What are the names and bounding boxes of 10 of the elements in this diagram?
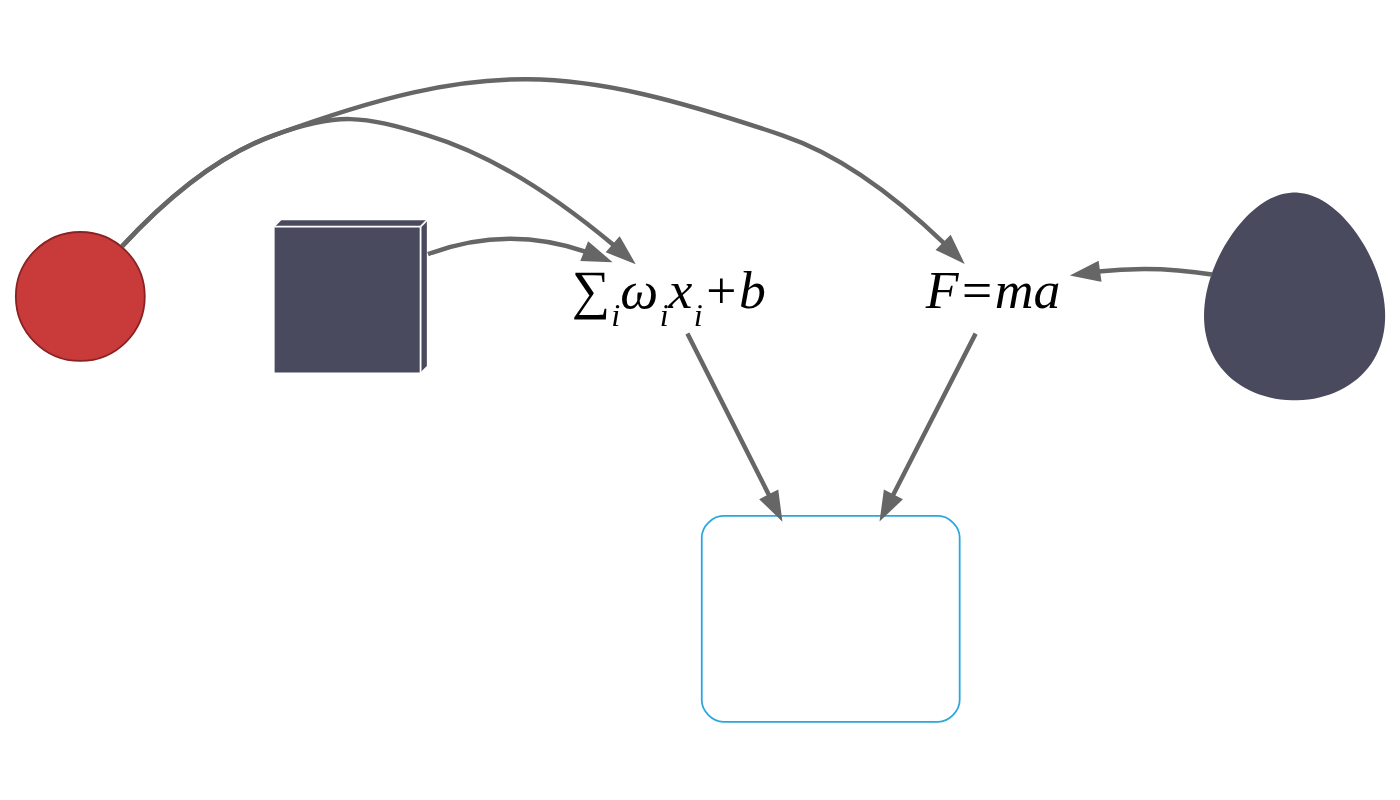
node-text: ∑$_{i}$ω$_{i}$x$_{i}$+b bbox=[571, 259, 766, 333]
arrow bbox=[879, 332, 978, 522]
arrow bbox=[1069, 260, 1213, 282]
node-box bbox=[700, 514, 961, 723]
arrow bbox=[685, 332, 783, 522]
node-person bbox=[1204, 192, 1386, 400]
node-text: F=ma bbox=[925, 259, 1061, 320]
node-circle bbox=[14, 230, 146, 362]
arrow bbox=[427, 236, 613, 262]
arrow bbox=[120, 76, 965, 264]
